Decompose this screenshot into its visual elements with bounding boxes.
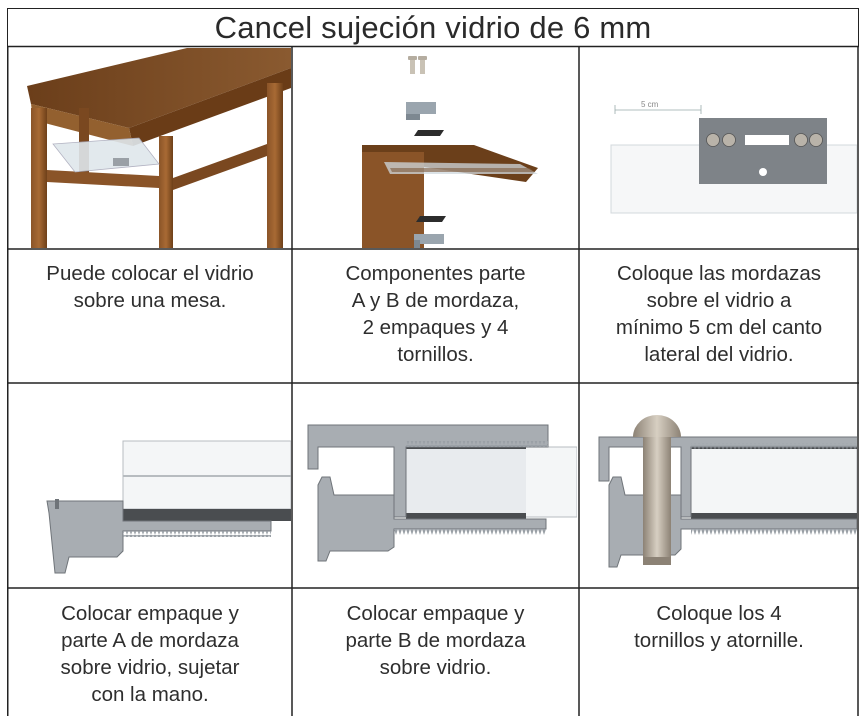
caption-line: parte A de mordaza (61, 629, 239, 652)
table-with-glass-image (9, 48, 291, 248)
caption-line: sobre el vidrio a (646, 289, 792, 312)
caption-line: sobre vidrio. (379, 656, 492, 679)
step-5-caption: Colocar empaque y parte B de mordaza sob… (294, 600, 577, 681)
caption-line: Colocar empaque y (346, 602, 525, 625)
caption-line: Colocar empaque y (61, 602, 239, 625)
caption-line: tornillos y atornille. (634, 629, 804, 652)
caption-line: A y B de mordaza, (351, 289, 520, 312)
caption-line: sobre una mesa. (73, 289, 227, 312)
instruction-sheet: Cancel sujeción vidrio de 6 mm (7, 8, 859, 716)
step-3-caption: Coloque las mordazas sobre el vidrio a m… (581, 260, 857, 368)
step-1-caption: Puede colocar el vidrio sobre una mesa. (9, 260, 291, 314)
dimension-label: 5 cm (641, 100, 659, 109)
caption-line: parte B de mordaza (345, 629, 526, 652)
caption-line: 2 empaques y 4 (362, 316, 509, 339)
caption-line: con la mano. (91, 683, 209, 706)
caption-line: Puede colocar el vidrio (46, 262, 254, 285)
caption-line: lateral del vidrio. (644, 343, 794, 366)
caption-line: mínimo 5 cm del canto (615, 316, 823, 339)
caption-line: Coloque las mordazas (617, 262, 821, 285)
caption-line: Coloque los 4 (656, 602, 782, 625)
step-6-caption: Coloque los 4 tornillos y atornille. (581, 600, 857, 654)
table-grid (7, 45, 859, 716)
part-b-section-image (294, 385, 577, 587)
step-2-caption: Componentes parte A y B de mordaza, 2 em… (294, 260, 577, 368)
page-title: Cancel sujeción vidrio de 6 mm (7, 8, 859, 47)
part-a-section-image (9, 385, 291, 587)
caption-line: sobre vidrio, sujetar (60, 656, 240, 679)
clamp-position-image: 5 cm (581, 48, 857, 248)
screws-section-image (581, 385, 857, 587)
step-4-caption: Colocar empaque y parte A de mordaza sob… (9, 600, 291, 708)
caption-line: Componentes parte (345, 262, 526, 285)
components-image (294, 48, 577, 248)
caption-line: tornillos. (397, 343, 474, 366)
